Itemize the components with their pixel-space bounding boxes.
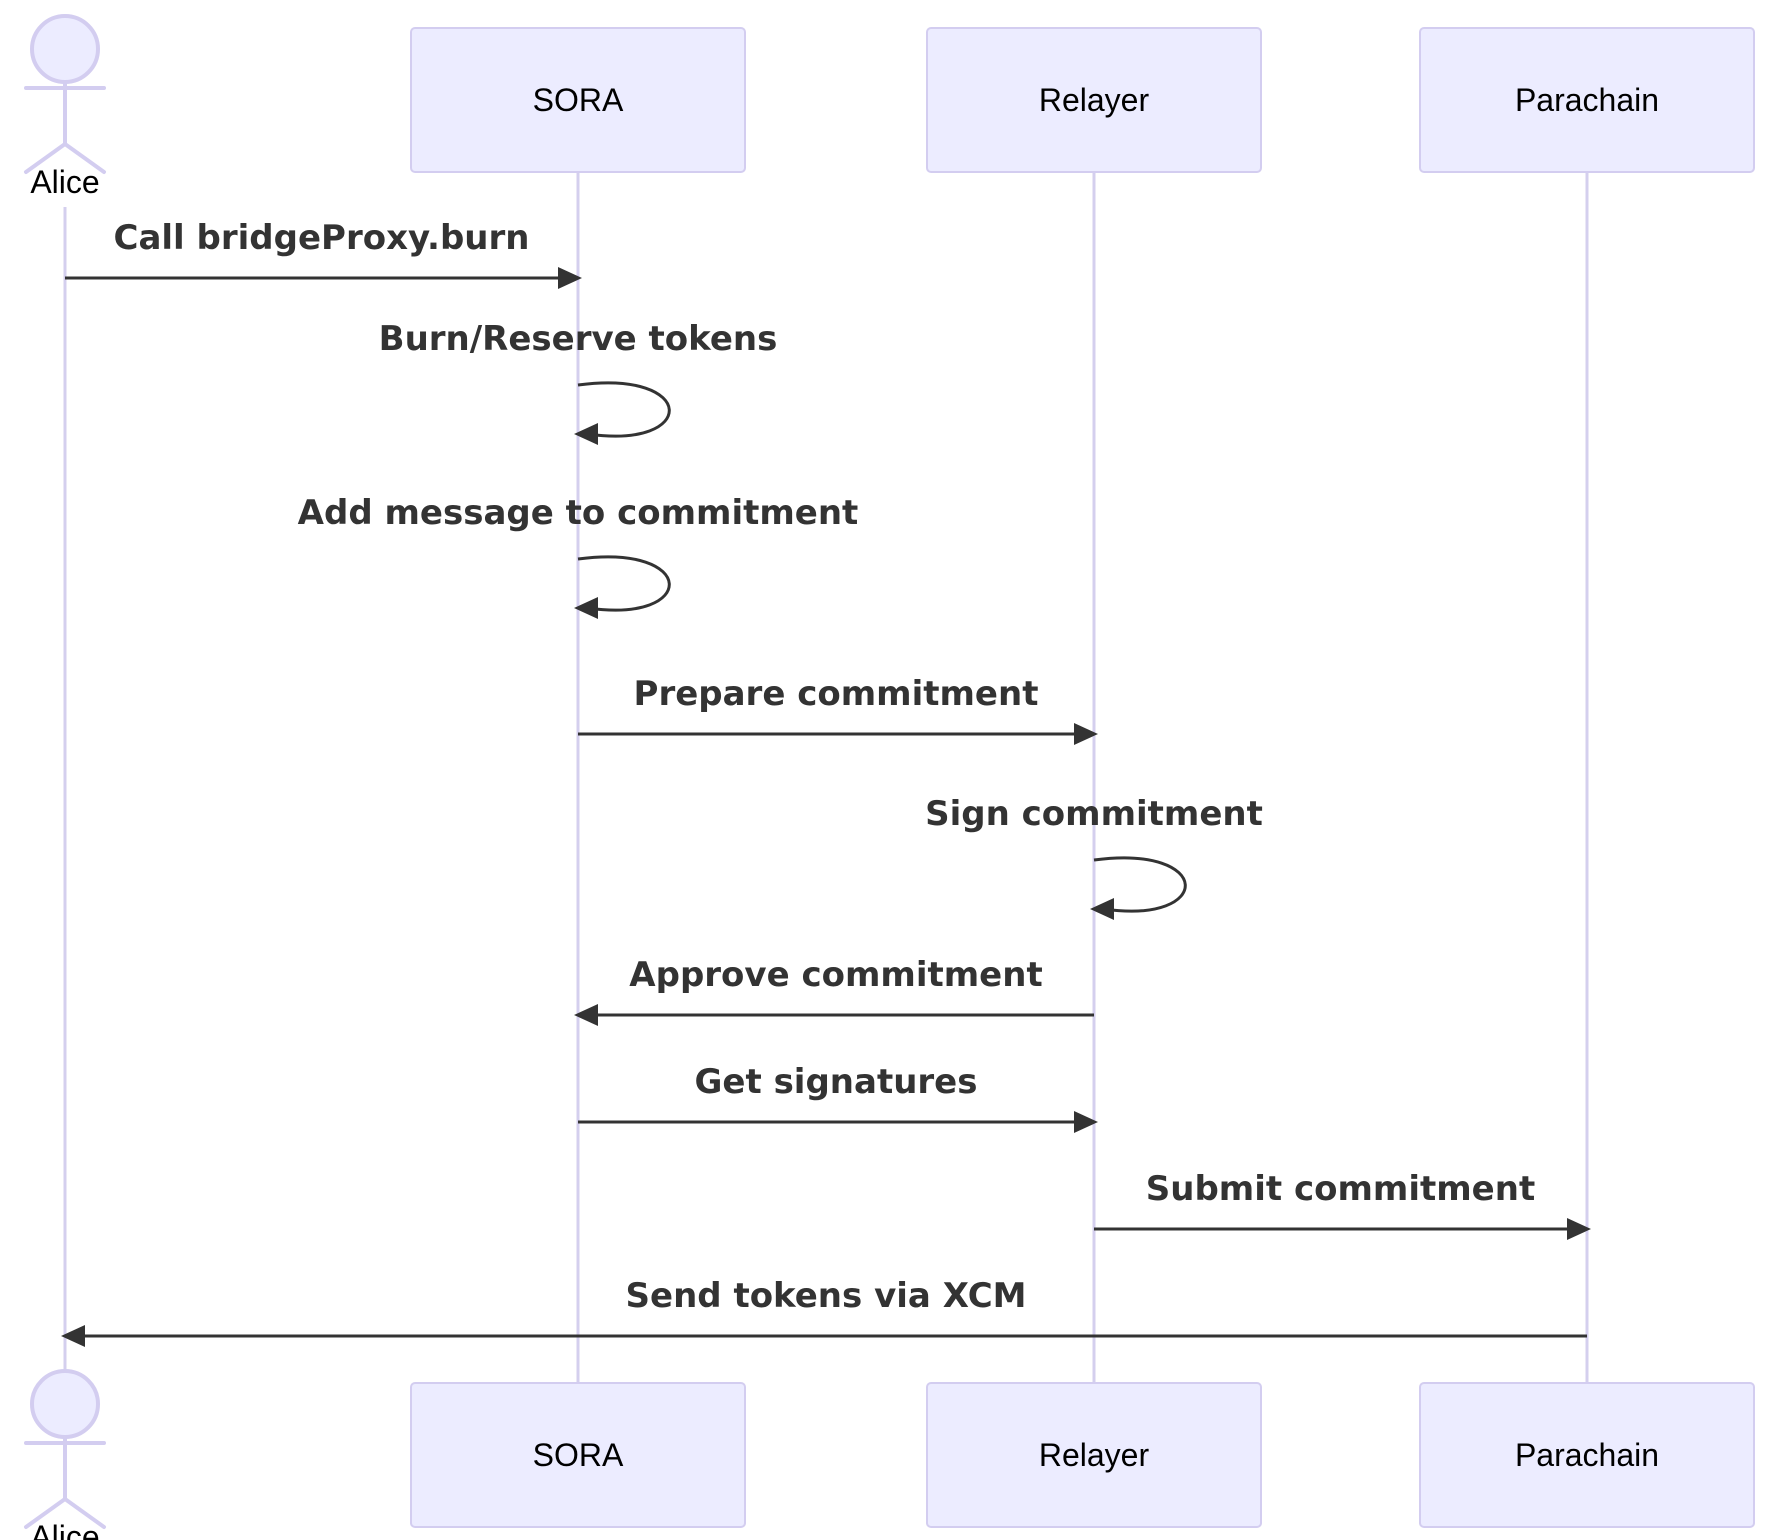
self-message-loop	[577, 381, 671, 438]
participant-bottom-sora: SORA	[410, 1382, 746, 1528]
message-label: Call bridgeProxy.burn	[114, 218, 530, 258]
message-4: Prepare commitment	[578, 674, 1098, 745]
participant-label: Relayer	[1039, 1437, 1150, 1473]
participant-label: SORA	[533, 1437, 624, 1473]
message-label: Submit commitment	[1146, 1169, 1535, 1209]
participant-box	[1419, 27, 1755, 173]
message-label: Get signatures	[695, 1062, 978, 1102]
message-7: Get signatures	[578, 1062, 1098, 1133]
actor-icon	[24, 14, 106, 174]
participant-top-sora: SORA	[410, 27, 746, 173]
message-label: Approve commitment	[629, 955, 1042, 995]
message-5: Sign commitment	[925, 794, 1263, 920]
arrowhead	[574, 423, 598, 445]
message-label: Add message to commitment	[298, 493, 859, 533]
participant-label: Parachain	[1515, 1437, 1659, 1473]
participant-label: Relayer	[1039, 82, 1150, 118]
participant-box	[410, 1382, 746, 1528]
message-label: Send tokens via XCM	[626, 1276, 1027, 1316]
arrowhead	[558, 267, 582, 289]
message-6: Approve commitment	[574, 955, 1094, 1026]
participant-label: SORA	[533, 82, 624, 118]
participant-box	[1419, 1382, 1755, 1528]
actor-icon	[24, 1369, 106, 1529]
participant-box	[926, 27, 1262, 173]
actor-bottom-alice: Alice	[24, 1369, 106, 1540]
actor-label: Alice	[30, 164, 99, 200]
message-label: Burn/Reserve tokens	[379, 319, 778, 359]
arrowhead	[1090, 898, 1114, 920]
message-label: Sign commitment	[925, 794, 1263, 834]
participant-box	[410, 27, 746, 173]
participant-label: Parachain	[1515, 82, 1659, 118]
participants-bottom: Alice SORA Relayer Parachain	[24, 1369, 1755, 1540]
arrowhead	[61, 1325, 85, 1347]
message-9: Send tokens via XCM	[61, 1276, 1587, 1347]
arrowhead	[1567, 1218, 1591, 1240]
participants-top: Alice SORA Relayer Parachain	[24, 14, 1755, 200]
actor-top-alice: Alice	[24, 14, 106, 200]
arrowhead	[1074, 1111, 1098, 1133]
participant-bottom-relayer: Relayer	[926, 1382, 1262, 1528]
participant-bottom-parachain: Parachain	[1419, 1382, 1755, 1528]
participant-top-relayer: Relayer	[926, 27, 1262, 173]
message-3: Add message to commitment	[298, 493, 859, 619]
participant-top-parachain: Parachain	[1419, 27, 1755, 173]
participant-box	[926, 1382, 1262, 1528]
arrowhead	[1074, 723, 1098, 745]
message-1: Call bridgeProxy.burn	[65, 218, 582, 289]
actor-label: Alice	[30, 1519, 99, 1540]
self-message-loop	[577, 555, 671, 612]
self-message-loop	[1093, 856, 1187, 913]
lifelines	[63, 172, 1589, 1383]
arrowhead	[574, 597, 598, 619]
message-8: Submit commitment	[1094, 1169, 1591, 1240]
arrowhead	[574, 1004, 598, 1026]
message-2: Burn/Reserve tokens	[379, 319, 778, 445]
message-label: Prepare commitment	[634, 674, 1039, 714]
